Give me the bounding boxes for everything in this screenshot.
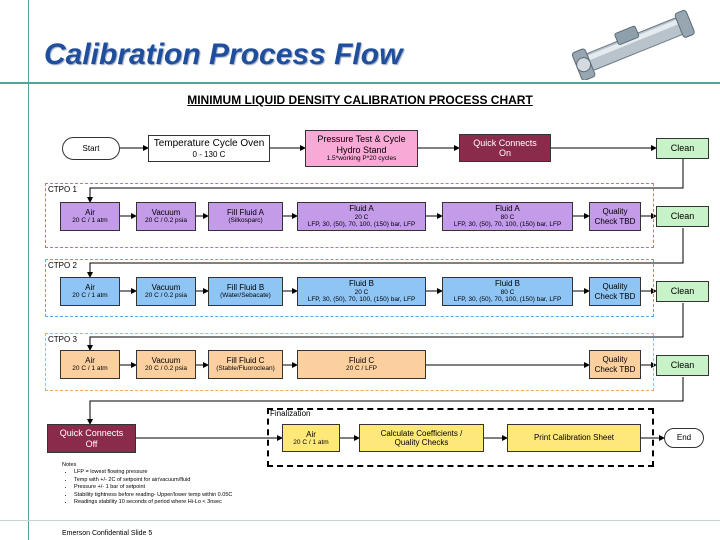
- footer-text: Emerson Confidential Slide 5: [62, 530, 153, 537]
- ctpo1-fill-step: Fill Fluid A (Silkosparc): [208, 202, 283, 231]
- finalization-label: Finalization: [270, 409, 311, 418]
- finalization-group: [267, 408, 654, 467]
- ctpo1-label: CTPO 1: [48, 185, 77, 194]
- step-detail: 0 - 130 C: [192, 149, 226, 159]
- notes-list: LFP = lowest flowing pressure Temp with …: [62, 469, 232, 506]
- title-divider: [0, 82, 720, 84]
- note-item: Temp with +/- 2C of setpoint for air/vac…: [74, 477, 232, 484]
- calculate-coefficients-step: Calculate Coefficients / Quality Checks: [359, 424, 484, 452]
- ctpo1-clean-step: Clean: [656, 206, 709, 227]
- step-title: Quick Connects: [473, 137, 537, 148]
- step-detail: 1.5*working P*20 cycles: [326, 155, 397, 163]
- side-divider: [28, 0, 29, 540]
- ctpo1-vacuum-step: Vacuum 20 C / 0.2 psia: [136, 202, 196, 231]
- step-title: Temperature Cycle Oven: [153, 138, 265, 150]
- ctpo2-vacuum-step: Vacuum 20 C / 0.2 psia: [136, 277, 196, 306]
- note-item: LFP = lowest flowing pressure: [74, 469, 232, 476]
- notes-block: Notes LFP = lowest flowing pressure Temp…: [62, 462, 232, 506]
- chart-title: MINIMUM LIQUID DENSITY CALIBRATION PROCE…: [187, 93, 533, 107]
- step-title: Pressure Test & Cycle: [317, 134, 406, 145]
- step-detail: On: [498, 148, 511, 158]
- ctpo1-quality-check-step: Quality Check TBD: [589, 202, 641, 231]
- ctpo2-quality-check-step: Quality Check TBD: [589, 277, 641, 306]
- pressure-test-step: Pressure Test & Cycle Hydro Stand 1.5*wo…: [305, 130, 418, 167]
- ctpo2-group: [45, 259, 654, 317]
- ctpo2-fluid-80c-step: Fluid B 80 C LFP, 30, (50), 70, 100, (15…: [442, 277, 573, 306]
- ctpo2-air-step: Air 20 C / 1 atm: [60, 277, 120, 306]
- ctpo3-quality-check-step: Quality Check TBD: [589, 350, 641, 379]
- ctpo1-fluid-20c-step: Fluid A 20 C LFP, 30, (50), 70, 100, (15…: [297, 202, 426, 231]
- notes-heading: Notes: [62, 462, 77, 468]
- quick-connects-off-step: Quick Connects Off: [47, 424, 136, 453]
- start-label: Start: [82, 143, 100, 153]
- ctpo3-vacuum-step: Vacuum 20 C / 0.2 psia: [136, 350, 196, 379]
- ctpo1-air-step: Air 20 C / 1 atm: [60, 202, 120, 231]
- start-node: Start: [62, 137, 120, 160]
- flowmeter-device-image: [571, 9, 695, 80]
- final-air-step: Air 20 C / 1 atm: [282, 424, 340, 452]
- ctpo2-fill-step: Fill Fluid B (Water/Sebacate): [208, 277, 283, 306]
- ctpo1-fluid-80c-step: Fluid A 80 C LFP, 30, (50), 70, 100, (15…: [442, 202, 573, 231]
- step-subtitle: Hydro Stand: [336, 144, 387, 155]
- ctpo3-air-step: Air 20 C / 1 atm: [60, 350, 120, 379]
- clean-step: Clean: [656, 138, 709, 159]
- end-node: End: [664, 428, 704, 448]
- ctpo1-group: [45, 183, 654, 248]
- ctpo3-clean-step: Clean: [656, 355, 709, 376]
- footer-divider: [0, 520, 720, 521]
- note-item: Stability tightness before reading- Uppe…: [74, 492, 232, 499]
- print-calibration-sheet-step: Print Calibration Sheet: [507, 424, 641, 452]
- ctpo3-fluid-step: Fluid C 20 C / LFP: [297, 350, 426, 379]
- ctpo2-label: CTPO 2: [48, 261, 77, 270]
- note-item: Pressure +/- 1 bar of setpoint: [74, 484, 232, 491]
- ctpo2-fluid-20c-step: Fluid B 20 C LFP, 30, (50), 70, 100, (15…: [297, 277, 426, 306]
- ctpo2-clean-step: Clean: [656, 281, 709, 302]
- quick-connects-on-step: Quick Connects On: [459, 134, 551, 162]
- temperature-cycle-oven-step: Temperature Cycle Oven 0 - 130 C: [148, 135, 270, 162]
- page-title: Calibration Process Flow: [44, 38, 403, 71]
- ctpo3-label: CTPO 3: [48, 335, 77, 344]
- ctpo3-group: [45, 333, 654, 391]
- ctpo3-fill-step: Fill Fluid C (Stable/Fluoroclean): [208, 350, 283, 379]
- note-item: Readings stability 10 seconds of period …: [74, 499, 232, 506]
